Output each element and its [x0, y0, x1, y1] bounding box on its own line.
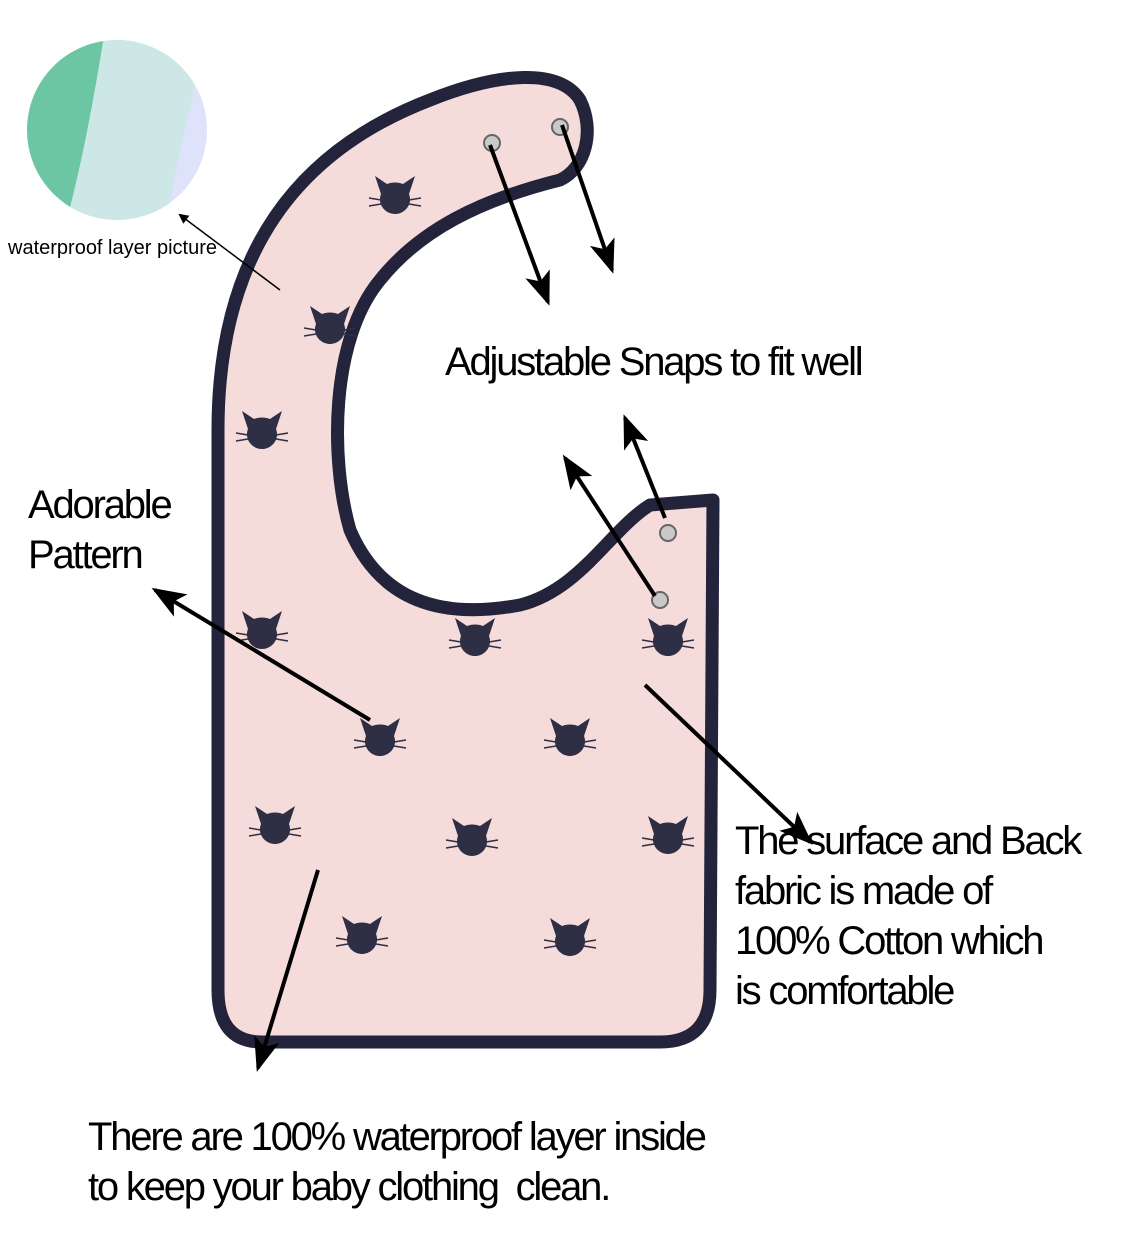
pattern-label-line: Adorable: [28, 483, 173, 527]
fabric-label-line: 100% Cotton which: [735, 919, 1044, 963]
fabric-label-line: is comfortable: [735, 969, 955, 1013]
waterproof-inside-label: There are 100% waterproof layer inside t…: [88, 1112, 707, 1212]
fabric-label-line: fabric is made of: [735, 869, 993, 913]
snap-buttons: [483, 118, 677, 609]
annotation-arrows: [151, 124, 813, 1072]
pattern-label: Adorable Pattern: [28, 480, 173, 580]
fabric-label-line: The surface and Back: [735, 819, 1082, 863]
waterproof-picture-label: waterproof layer picture: [8, 237, 217, 259]
bib-body: [211, 71, 720, 1049]
pattern-label-line: Pattern: [28, 533, 144, 577]
waterproof-inside-line: There are 100% waterproof layer inside: [88, 1115, 707, 1159]
snaps-label: Adjustable Snaps to fit well: [445, 340, 864, 384]
waterproof-inside-line: to keep your baby clothing clean.: [88, 1165, 611, 1209]
fabric-label: The surface and Back fabric is made of 1…: [735, 816, 1082, 1016]
waterproof-layer-photo: [27, 40, 207, 220]
